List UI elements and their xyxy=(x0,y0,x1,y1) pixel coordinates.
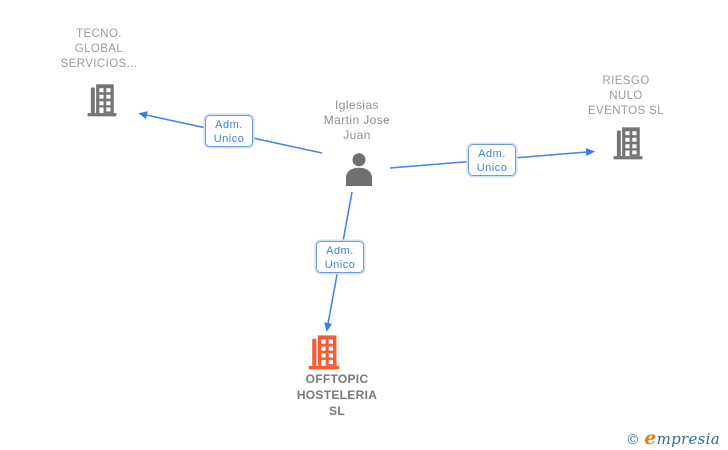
edge-label-line: Adm. xyxy=(215,119,243,131)
building-icon xyxy=(613,127,643,160)
edge-label-adm-unico: Adm. Unico xyxy=(468,144,516,176)
company-name-line: HOSTELERIA xyxy=(296,388,378,402)
edge-label-line: Unico xyxy=(213,133,245,145)
empresia-logo: ©empresia xyxy=(626,427,720,449)
edge-label-adm-unico: Adm. Unico xyxy=(316,241,364,273)
company-name-line: RIESGO xyxy=(602,75,650,87)
person-name: Iglesias Martin Jose Juan xyxy=(285,98,429,143)
building-icon xyxy=(87,84,117,117)
company-name-line: EVENTOS SL xyxy=(587,105,664,117)
company-name-line: SERVICIOS... xyxy=(60,58,138,70)
brand-name: mpresia xyxy=(656,430,720,448)
company-name-line: OFFTOPIC xyxy=(305,372,369,386)
edge-label-line: Unico xyxy=(324,259,356,271)
edge-label-line: Adm. xyxy=(478,148,506,160)
person-icon xyxy=(345,153,373,186)
company-name-line: TECNO. xyxy=(76,28,122,40)
person-name-line: Juan xyxy=(343,128,371,142)
company-name-riesgo: RIESGO NULO EVENTOS SL xyxy=(554,74,698,119)
copyright-symbol: © xyxy=(625,432,641,448)
company-node-tecno[interactable] xyxy=(85,82,119,123)
edge-label-line: Unico xyxy=(476,162,508,174)
building-icon xyxy=(308,335,340,370)
company-name-offtopic: OFFTOPIC HOSTELERIA SL xyxy=(265,371,409,419)
company-name-line: SL xyxy=(329,404,345,418)
company-node-offtopic[interactable] xyxy=(306,333,342,376)
company-name-tecno: TECNO. GLOBAL SERVICIOS... xyxy=(27,27,171,72)
company-name-line: GLOBAL xyxy=(74,43,124,55)
person-node[interactable] xyxy=(342,151,376,192)
company-name-line: NULO xyxy=(609,90,643,102)
person-name-line: Martin Jose xyxy=(323,113,391,127)
person-name-line: Iglesias xyxy=(335,98,379,112)
brand-initial: e xyxy=(644,427,657,449)
edge-label-line: Adm. xyxy=(326,245,354,257)
company-node-riesgo[interactable] xyxy=(611,125,645,166)
edge-label-adm-unico: Adm. Unico xyxy=(205,115,253,147)
